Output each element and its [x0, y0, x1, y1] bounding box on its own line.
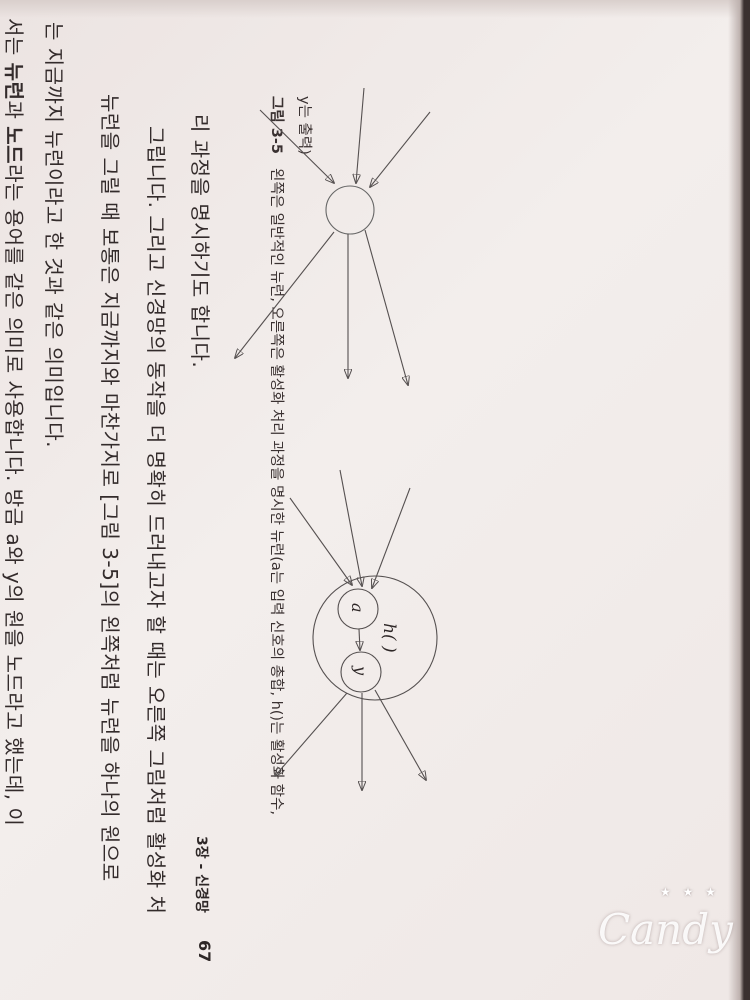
outer-neuron-circle — [312, 575, 438, 701]
page-top-shadow — [0, 0, 750, 18]
node-y-circle — [340, 651, 382, 693]
output-arrow-3 — [364, 229, 408, 385]
input-arrow-1 — [259, 109, 334, 183]
input-arrow-6 — [372, 487, 411, 588]
output-arrow-4 — [275, 692, 348, 776]
neuron-node — [325, 185, 375, 235]
node-a-label: a — [348, 603, 367, 613]
book-spine-edge — [728, 0, 750, 1000]
page-number: 67 — [195, 940, 214, 963]
chapter-footer: 3장 - 신경망 — [193, 836, 209, 913]
node-a-circle — [337, 588, 379, 630]
activation-arrow — [359, 628, 360, 650]
output-arrow-6 — [374, 689, 426, 780]
activation-function-label: h( ) — [379, 623, 399, 653]
activation-neuron — [275, 469, 438, 790]
watermark-stars: ★ ★ ★ — [660, 885, 720, 899]
candy-watermark: Candy — [598, 905, 733, 954]
input-arrow-5 — [339, 469, 362, 586]
input-arrow-4 — [289, 497, 352, 585]
input-arrow-3 — [370, 111, 431, 187]
node-y-label: y — [351, 665, 370, 676]
input-arrow-2 — [356, 87, 365, 183]
simple-neuron — [235, 87, 431, 385]
output-arrow-1 — [235, 231, 335, 358]
